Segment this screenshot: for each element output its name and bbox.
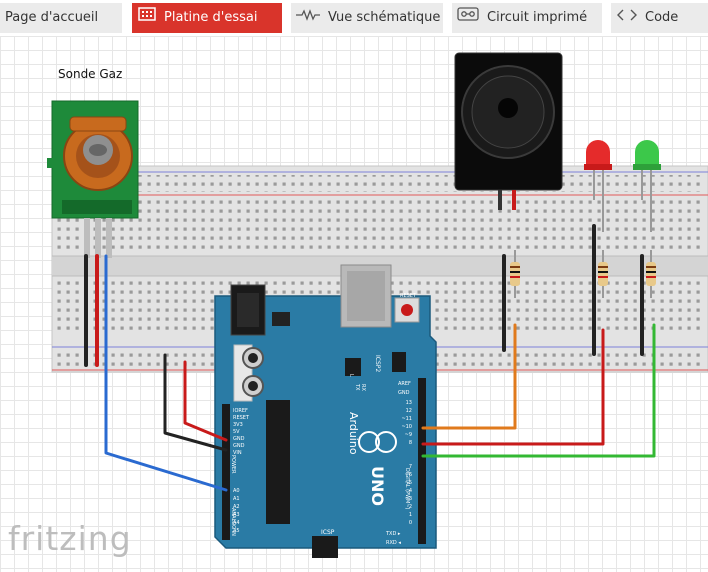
- breadboard-wires[interactable]: [84, 224, 644, 367]
- pin-label: ~6: [405, 472, 412, 478]
- tab-home-label: Page d'accueil: [5, 10, 99, 25]
- tx-led-label: TX: [354, 383, 360, 391]
- icsp2-label: ICSP2: [374, 355, 381, 372]
- pin-label: ~3: [405, 496, 412, 502]
- resistor-speaker[interactable]: [510, 250, 520, 298]
- pin-label: GND: [233, 443, 245, 449]
- speaker[interactable]: [454, 52, 563, 210]
- pin-label: ~5: [405, 480, 412, 486]
- pin-label: A1: [233, 496, 240, 502]
- digital-pin-labels: 13 12 ~11 ~10 ~9 8 7 ~6 ~5 4 ~3 2 1 0: [401, 400, 412, 526]
- analog-label: ANALOG IN: [230, 508, 236, 536]
- pin-label: A5: [233, 528, 240, 534]
- pin-label: ~9: [405, 432, 412, 438]
- power-label: POWER: [230, 455, 236, 474]
- circuit-drawing: Arduino UNO ICSP ICSP2 RESET POWER ANALO…: [47, 52, 708, 558]
- pin-label: ~10: [401, 424, 412, 430]
- tab-code-label: Code: [645, 10, 679, 25]
- rxd-label: RXD ◂: [386, 540, 401, 546]
- sensor-label: Sonde Gaz: [58, 67, 122, 81]
- arduino-brand-text: Arduino: [347, 412, 360, 455]
- resistor-red-led[interactable]: [598, 250, 608, 298]
- pin-label: A2: [233, 504, 240, 510]
- icsp-label: ICSP: [321, 529, 335, 536]
- pcb-icon: [457, 3, 479, 33]
- pin-label: 7: [409, 464, 412, 470]
- pin-label: ~11: [401, 416, 412, 422]
- gnd-pin-label: GND: [398, 390, 410, 396]
- pin-label: 4: [409, 488, 412, 494]
- tab-pcb-label: Circuit imprimé: [487, 10, 588, 25]
- pin-label: GND: [233, 436, 245, 442]
- txd-label: TXD ▸: [385, 531, 401, 537]
- red-led[interactable]: [584, 140, 612, 232]
- pin-label: A4: [233, 520, 240, 526]
- pin-label: 13: [406, 400, 412, 406]
- digital-label: DIGITAL (PWM~): [404, 468, 410, 510]
- aref-pin-label: AREF: [398, 381, 411, 387]
- code-icon: [617, 3, 637, 33]
- tab-schematic[interactable]: Vue schématique: [291, 3, 443, 33]
- tab-breadboard-label: Platine d'essai: [164, 10, 258, 25]
- pin-label: 5V: [233, 429, 240, 435]
- green-led[interactable]: [633, 140, 661, 232]
- tab-bar: Page d'accueil Platine d'essai Vue schém…: [0, 0, 708, 36]
- pin-label: 0: [409, 520, 412, 526]
- arduino-model-text: UNO: [368, 466, 387, 506]
- pin-label: IOREF: [233, 408, 248, 414]
- fritzing-watermark: fritzing: [8, 519, 132, 558]
- schematic-icon: [296, 3, 320, 33]
- pin-label: RESET: [233, 415, 250, 421]
- reset-label: RESET: [400, 293, 417, 299]
- pin-label: 8: [409, 440, 412, 446]
- resistor-green-led[interactable]: [646, 250, 656, 298]
- tab-code[interactable]: Code: [611, 3, 708, 33]
- pin-label: 2: [409, 504, 412, 510]
- pin-label: 3V3: [233, 422, 243, 428]
- tab-home[interactable]: Page d'accueil: [0, 3, 122, 33]
- pin-label: 12: [406, 408, 412, 414]
- pin-label: A3: [233, 512, 240, 518]
- arduino-wires[interactable]: [104, 254, 656, 492]
- breadboard-canvas[interactable]: Arduino UNO ICSP ICSP2 RESET POWER ANALO…: [0, 36, 708, 572]
- gas-sensor[interactable]: [47, 100, 139, 258]
- tab-pcb[interactable]: Circuit imprimé: [452, 3, 602, 33]
- arduino-labels: Arduino UNO ICSP ICSP2 RESET POWER ANALO…: [230, 293, 417, 546]
- l-led-label: L: [348, 374, 354, 377]
- breadboard-icon: [138, 3, 156, 33]
- pin-label: 1: [409, 512, 412, 518]
- tab-schematic-label: Vue schématique: [328, 10, 441, 25]
- arduino-uno-board[interactable]: [214, 264, 437, 558]
- pin-label: VIN: [233, 450, 242, 456]
- rx-led-label: RX: [360, 384, 366, 391]
- tab-breadboard[interactable]: Platine d'essai: [132, 3, 282, 33]
- pin-label: A0: [233, 488, 240, 494]
